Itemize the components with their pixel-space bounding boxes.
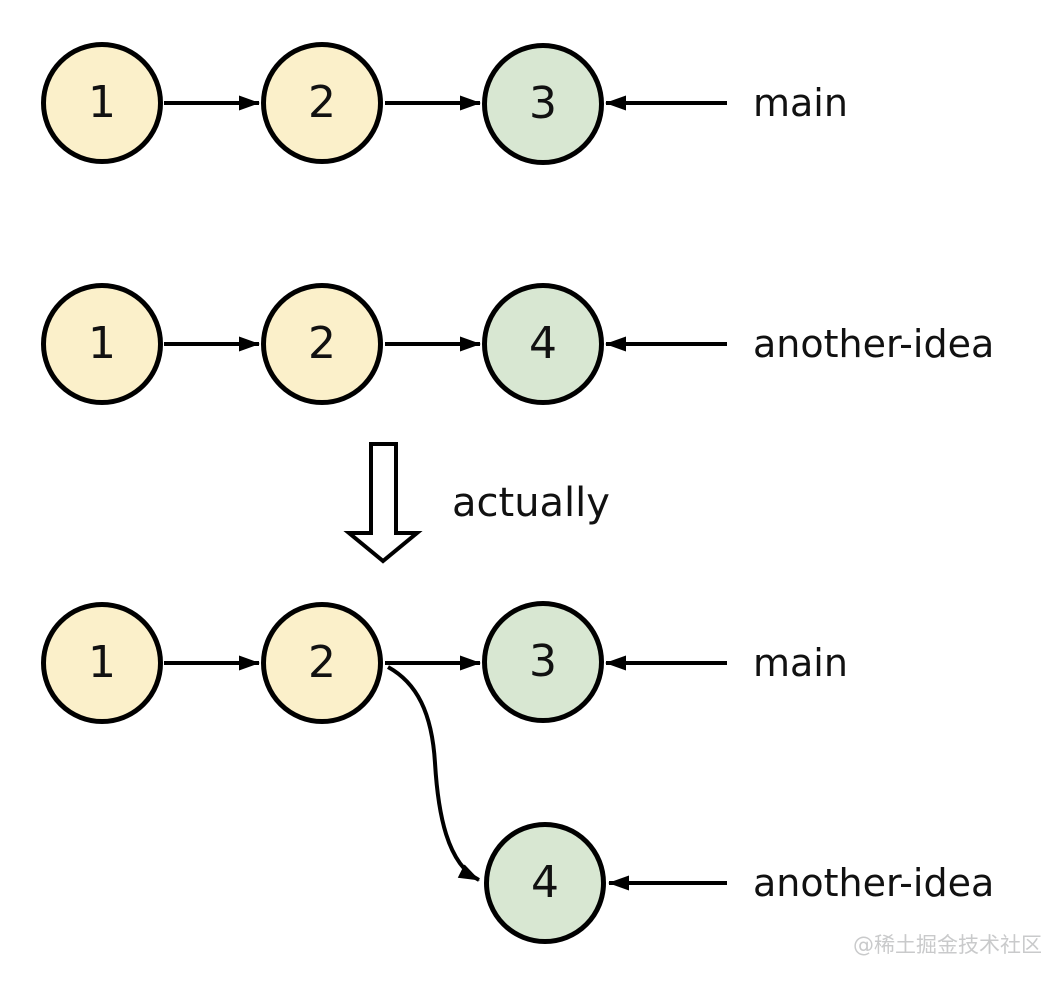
- head-commit-node: 3: [482, 601, 604, 723]
- branch-label-main-actual: main: [753, 641, 848, 685]
- head-commit-node: 3: [482, 43, 604, 165]
- branch-label-another-idea-actual: another-idea: [753, 861, 995, 905]
- down-arrow-icon: [343, 442, 423, 564]
- watermark: @稀土掘金技术社区: [853, 933, 1042, 957]
- edge-2-to-4-curve: [387, 665, 480, 882]
- commit-node: 2: [261, 283, 383, 405]
- commit-node: 1: [41, 602, 163, 724]
- branch-label-another-idea: another-idea: [753, 322, 995, 366]
- commit-node: 2: [261, 42, 383, 164]
- commit-node: 2: [261, 602, 383, 724]
- commit-node: 1: [41, 283, 163, 405]
- transition-label: actually: [452, 480, 610, 526]
- head-commit-node: 4: [484, 822, 606, 944]
- commit-node: 1: [41, 42, 163, 164]
- head-commit-node: 4: [482, 283, 604, 405]
- branch-label-main: main: [753, 81, 848, 125]
